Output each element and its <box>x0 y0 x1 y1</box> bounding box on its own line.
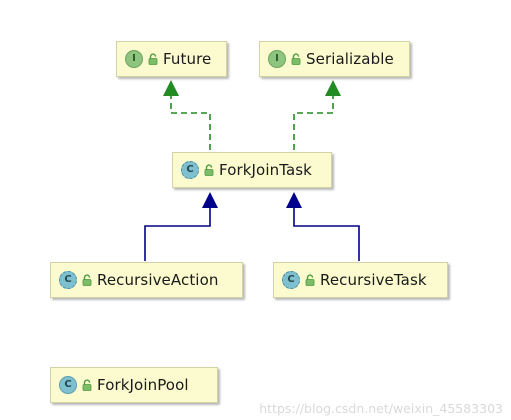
node-recursiveaction[interactable]: C RecursiveAction <box>50 262 243 298</box>
node-recursivetask[interactable]: C RecursiveTask <box>273 262 448 298</box>
watermark: https://blog.csdn.net/weixin_45583303 <box>259 401 503 416</box>
class-icon: C <box>59 376 77 394</box>
node-label: ForkJoinPool <box>97 376 189 394</box>
interface-icon: I <box>268 50 286 68</box>
node-forkjointask[interactable]: C ForkJoinTask <box>172 152 332 188</box>
node-serializable[interactable]: I Serializable <box>259 41 410 77</box>
abstract-class-icon: C <box>181 161 199 179</box>
node-label: RecursiveTask <box>320 271 427 289</box>
lock-icon <box>82 274 92 286</box>
node-label: RecursiveAction <box>97 271 219 289</box>
abstract-class-icon: C <box>282 271 300 289</box>
arrowhead-extends-icon <box>202 192 218 208</box>
node-label: Serializable <box>306 50 394 68</box>
lock-icon <box>305 274 315 286</box>
abstract-class-icon: C <box>59 271 77 289</box>
lock-icon <box>204 164 214 176</box>
arrowhead-implements-icon <box>163 80 179 96</box>
interface-icon: I <box>125 50 143 68</box>
lock-icon <box>291 53 301 65</box>
arrowhead-extends-icon <box>286 192 302 208</box>
edge-forkjointask-future <box>163 80 211 150</box>
node-label: ForkJoinTask <box>219 161 312 179</box>
arrowhead-implements-icon <box>325 80 341 96</box>
lock-icon <box>82 379 92 391</box>
node-forkjoinpool[interactable]: C ForkJoinPool <box>50 367 218 403</box>
edge-forkjointask-serializable <box>293 80 341 150</box>
node-label: Future <box>163 50 212 68</box>
edge-recursivetask-forkjointask <box>286 192 360 261</box>
lock-icon <box>148 53 158 65</box>
edge-recursiveaction-forkjointask <box>144 192 218 261</box>
node-future[interactable]: I Future <box>116 41 227 77</box>
